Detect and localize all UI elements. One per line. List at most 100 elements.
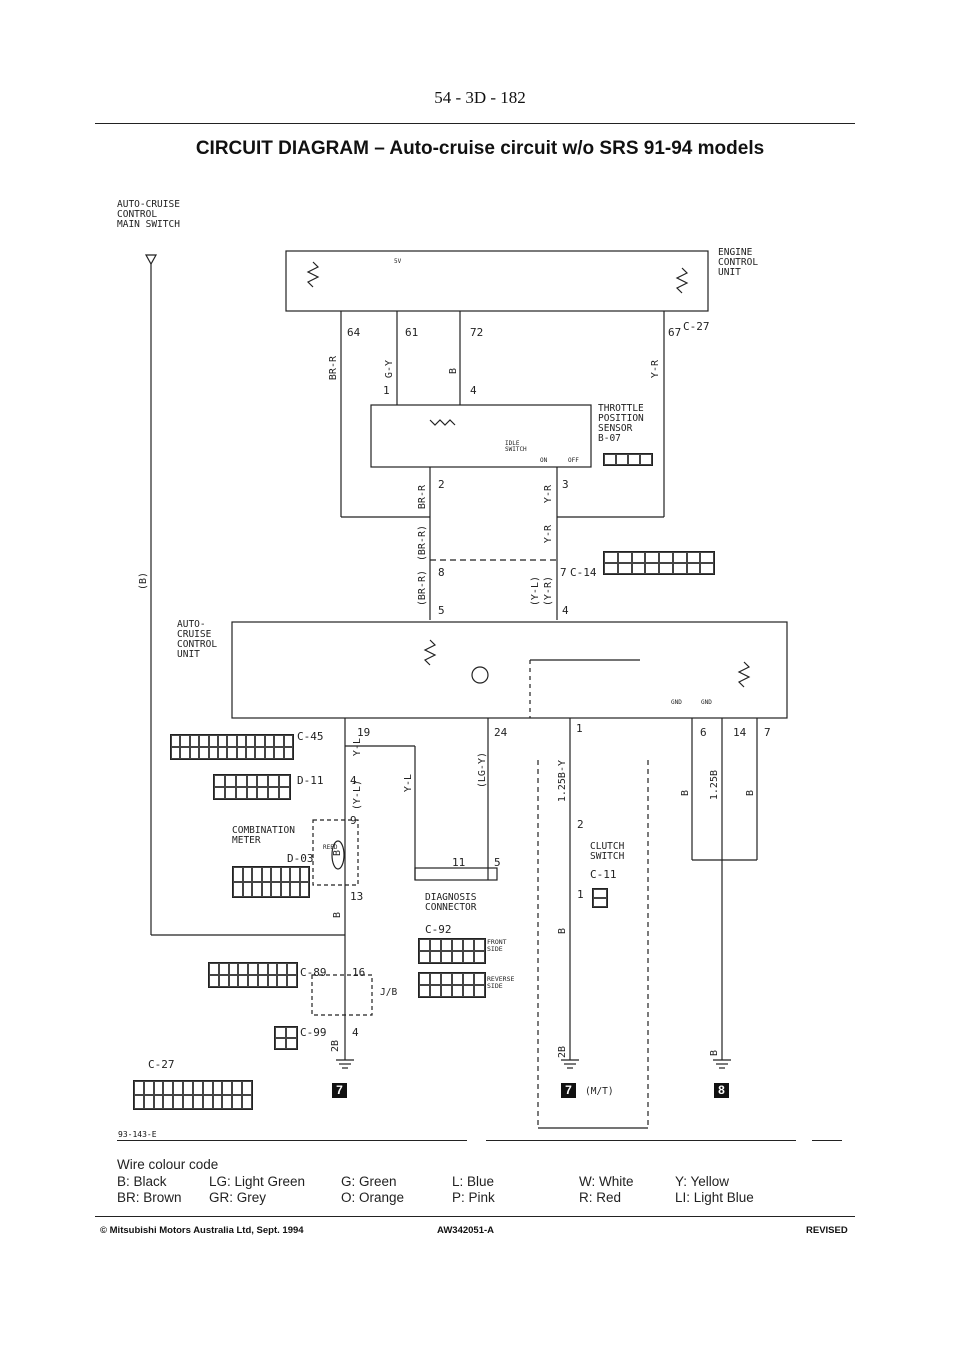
wire-125b: 1.25B xyxy=(709,770,720,801)
legend-item: B: Black xyxy=(117,1174,167,1189)
footer-status: REVISED xyxy=(806,1225,848,1236)
pin-c14-5: 5 xyxy=(438,604,445,617)
c14-connector-grid xyxy=(603,551,715,575)
combination-meter-label: COMBINATION METER xyxy=(232,825,295,846)
connector-d11: D-11 xyxy=(297,774,324,787)
legend-heading: Wire colour code xyxy=(117,1157,219,1172)
wire-y-l: Y-L xyxy=(352,738,363,757)
mt-label: (M/T) xyxy=(585,1086,614,1097)
jb-outline xyxy=(311,974,373,1016)
legend-item: LI: Light Blue xyxy=(675,1190,754,1205)
page-title: CIRCUIT DIAGRAM – Auto-cruise circuit w/… xyxy=(195,138,765,159)
legend-item: L: Blue xyxy=(452,1174,495,1189)
pin-c89-16: 16 xyxy=(352,966,366,979)
c89-connector-grid xyxy=(208,962,298,988)
idle-off-label: OFF xyxy=(568,457,579,464)
legend-item: Y: Yellow xyxy=(675,1174,730,1189)
main-switch-terminal xyxy=(144,254,158,266)
pin-acu-14: 14 xyxy=(733,726,747,739)
wire-br-r-paren-2: (BR-R) xyxy=(417,570,428,607)
figure-rule-right xyxy=(812,1140,842,1141)
wire-b-3: B xyxy=(332,850,343,857)
d11-connector-grid xyxy=(213,774,291,800)
wire-b-6: B xyxy=(709,1050,720,1057)
connector-c27-top: C-27 xyxy=(683,320,710,333)
acu-resistor-2 xyxy=(737,661,751,688)
figure-rule-left xyxy=(117,1140,467,1141)
pin-ecu-72: 72 xyxy=(470,326,484,339)
c45-connector-grid xyxy=(170,734,294,760)
wire-g-y: G-Y xyxy=(384,360,395,379)
wire-y-l-2: Y-L xyxy=(403,774,414,793)
wire-y-r-paren: (Y-R) xyxy=(543,576,554,607)
wire-br-r-2: BR-R xyxy=(417,485,428,510)
wire-b-5: B xyxy=(557,928,568,935)
ecu-resistor-1 xyxy=(306,261,320,288)
ground-badge-7-left: 7 xyxy=(332,1083,347,1098)
connector-c92: C-92 xyxy=(425,923,452,936)
wire-b-left: (B) xyxy=(138,572,149,591)
c92-reverse-grid xyxy=(418,972,486,998)
c92-front-grid xyxy=(418,938,486,964)
page-number: 54 - 3D - 182 xyxy=(434,88,526,107)
front-side-label: FRONT SIDE xyxy=(487,938,507,953)
acu-resistor-1 xyxy=(423,639,437,666)
pin-ecu-67: 67 xyxy=(668,326,682,339)
ecu-outline xyxy=(285,250,709,312)
pin-acu-7: 7 xyxy=(764,726,771,739)
pin-clutch-1: 1 xyxy=(577,888,584,901)
pin-tps-1: 1 xyxy=(383,384,390,397)
figure-rule-mid xyxy=(486,1140,796,1141)
figure-id: 93-143-E xyxy=(118,1130,157,1139)
pin-acu-1: 1 xyxy=(576,722,583,735)
ecu-5v-label: 5V xyxy=(394,258,402,265)
ground-badge-8: 8 xyxy=(714,1083,729,1098)
pin-c14-8: 8 xyxy=(438,566,445,579)
wire-br-r-paren: (BR-R) xyxy=(417,525,428,562)
b07-connector-grid xyxy=(603,453,653,466)
connector-c27-bottom: C-27 xyxy=(148,1058,175,1071)
wire-y-r-2: Y-R xyxy=(543,485,554,504)
pin-c14-7: 7 xyxy=(560,566,567,579)
wire-b-mid: B xyxy=(680,790,691,797)
gnd-label-2: GND xyxy=(701,699,712,706)
pin-tps-3: 3 xyxy=(562,478,569,491)
header-rule xyxy=(95,123,855,124)
pin-ecu-64: 64 xyxy=(347,326,361,339)
acu-label: AUTO- CRUISE CONTROL UNIT xyxy=(177,619,218,660)
pin-diag-5: 5 xyxy=(494,856,501,869)
wire-lg-y: (LG-Y) xyxy=(477,752,488,789)
diagnosis-connector-outline xyxy=(414,867,498,881)
clutch-switch-label: CLUTCH SWITCH xyxy=(590,841,625,862)
wire-2b-2: 2B xyxy=(557,1046,568,1059)
wire-br-r: BR-R xyxy=(328,356,339,381)
main-switch-label: AUTO-CRUISE CONTROL MAIN SWITCH xyxy=(117,199,180,230)
footer-rule xyxy=(95,1216,855,1217)
acu-transistor xyxy=(471,666,489,684)
reed-label: REED xyxy=(323,844,338,851)
legend-item: GR: Grey xyxy=(209,1190,267,1205)
tps-outline xyxy=(370,404,592,468)
d03-connector-grid xyxy=(232,866,310,898)
legend-item: LG: Light Green xyxy=(209,1174,306,1189)
connector-c99: C-99 xyxy=(300,1026,327,1039)
idle-on-label: ON xyxy=(540,457,548,464)
legend-item: BR: Brown xyxy=(117,1190,182,1205)
ecu-resistor-2 xyxy=(675,267,689,294)
wire-2b: 2B xyxy=(330,1040,341,1053)
ground-badge-7-right: 7 xyxy=(561,1083,576,1098)
idle-switch-label: IDLE SWITCH xyxy=(505,440,527,453)
ground-symbols xyxy=(336,1030,731,1069)
tps-resistor xyxy=(429,419,456,426)
c11-connector-grid xyxy=(592,888,608,908)
connector-c89: C-89 xyxy=(300,966,327,979)
pin-tps-2: 2 xyxy=(438,478,445,491)
pin-c14-4: 4 xyxy=(562,604,569,617)
pin-c99-4: 4 xyxy=(352,1026,359,1039)
legend-item: O: Orange xyxy=(341,1190,405,1205)
pin-tps-4: 4 xyxy=(470,384,477,397)
wire-b: B xyxy=(448,368,459,375)
connector-d03: D-03 xyxy=(287,852,314,865)
legend-item: G: Green xyxy=(341,1174,397,1189)
